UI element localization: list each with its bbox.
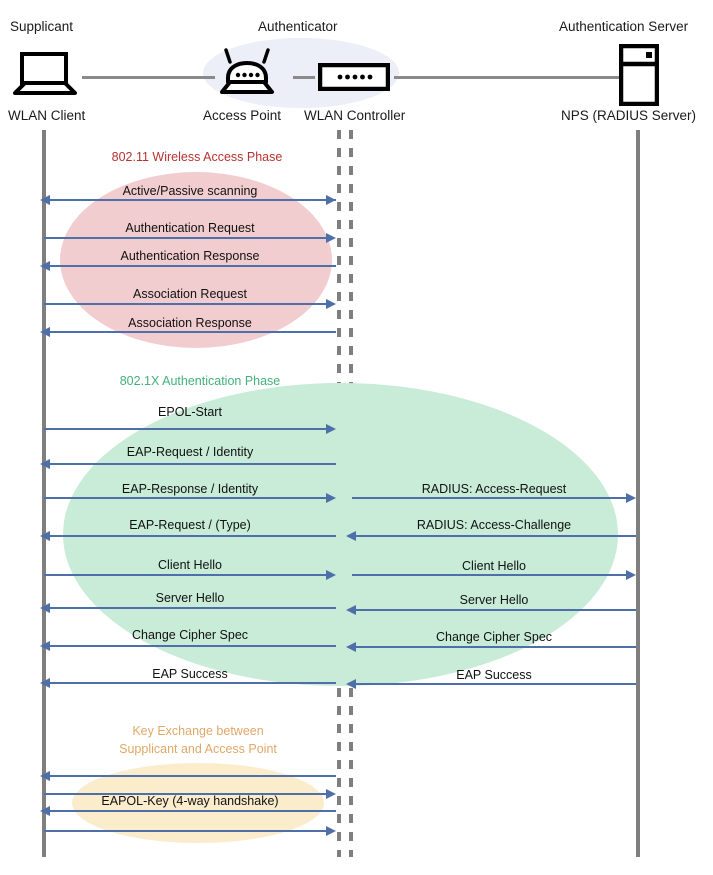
message-label: Client Hello xyxy=(462,559,526,573)
message-arrow-head xyxy=(326,424,336,434)
message-label: Server Hello xyxy=(459,593,529,607)
message-arrow-head xyxy=(40,327,50,337)
message-arrow-line xyxy=(354,646,636,648)
message-label: EAP-Request / (Type) xyxy=(129,518,251,532)
message-label: Authentication Request xyxy=(125,221,255,235)
message-arrow-head xyxy=(326,570,336,580)
message-label: Change Cipher Spec xyxy=(435,630,553,644)
actor-role-authentication-server: Authentication Server xyxy=(559,19,689,34)
wire-controller-nps xyxy=(394,76,622,79)
message-arrow-head xyxy=(346,679,356,689)
message-label: Server Hello xyxy=(155,591,225,605)
message-arrow-line xyxy=(352,574,634,576)
message-arrow-line xyxy=(44,793,334,795)
lifeline-authentication-server xyxy=(636,130,640,857)
phase-802-1x-ellipse xyxy=(63,383,618,686)
message-arrow-head xyxy=(346,531,356,541)
message-arrow-head xyxy=(40,806,50,816)
message-arrow-head xyxy=(626,570,636,580)
actor-name-wlan-client: WLAN Client xyxy=(8,108,86,123)
lifeline-supplicant xyxy=(42,130,46,857)
message-arrow-head xyxy=(326,493,336,503)
message-label: EAP Success xyxy=(152,667,228,681)
message-label: EAP-Response / Identity xyxy=(121,482,259,496)
message-arrow-line xyxy=(46,775,336,777)
message-arrow-head xyxy=(40,771,50,781)
actor-name-wlan-controller: WLAN Controller xyxy=(304,108,406,123)
phase-key-exchange-title: Key Exchange between Supplicant and Acce… xyxy=(119,724,277,757)
message-label: RADIUS: Access-Challenge xyxy=(416,518,572,532)
message-arrow-head xyxy=(326,299,336,309)
message-label: Change Cipher Spec xyxy=(131,628,249,642)
message-arrow-line xyxy=(44,237,334,239)
message-arrow-line xyxy=(46,535,336,537)
message-label: EPOL-Start xyxy=(158,405,222,419)
message-arrow-line xyxy=(44,574,334,576)
message-arrow-line xyxy=(46,810,336,812)
laptop-icon xyxy=(12,52,78,101)
message-arrow-head xyxy=(346,605,356,615)
message-arrow-line xyxy=(44,830,334,832)
message-label: EAP-Request / Identity xyxy=(126,445,254,459)
message-arrow-line xyxy=(46,463,336,465)
message-arrow-line xyxy=(44,497,334,499)
message-arrow-line xyxy=(46,199,336,201)
message-arrow-line xyxy=(44,303,334,305)
message-arrow-line xyxy=(354,609,636,611)
message-label: Association Response xyxy=(128,316,252,330)
message-arrow-head xyxy=(326,233,336,243)
message-arrow-line xyxy=(46,265,336,267)
message-arrow-line xyxy=(46,331,336,333)
wire-ap-controller xyxy=(293,76,315,79)
wireless-router-icon xyxy=(216,48,278,101)
message-arrow-line xyxy=(46,645,336,647)
message-label: Authentication Response xyxy=(120,249,260,263)
message-arrow-line xyxy=(46,682,336,684)
message-arrow-head xyxy=(40,195,50,205)
actor-name-access-point: Access Point xyxy=(203,108,282,123)
actor-role-authenticator: Authenticator xyxy=(258,19,338,34)
actor-role-supplicant: Supplicant xyxy=(10,19,74,34)
phase-802-11-title: 802.11 Wireless Access Phase xyxy=(111,150,283,164)
phase-802-1x-title: 802.1X Authentication Phase xyxy=(119,374,281,388)
message-label: Client Hello xyxy=(158,558,222,572)
message-arrow-head xyxy=(40,641,50,651)
message-label: Association Request xyxy=(133,287,247,301)
message-arrow-head xyxy=(40,603,50,613)
message-arrow-head xyxy=(326,195,336,205)
message-arrow-head xyxy=(40,261,50,271)
message-arrow-line xyxy=(44,428,334,430)
message-arrow-head xyxy=(326,789,336,799)
message-arrow-line xyxy=(354,535,636,537)
wire-client-ap xyxy=(82,76,215,79)
message-arrow-line xyxy=(352,497,634,499)
server-rack-icon xyxy=(618,43,660,111)
message-label: Active/Passive scanning xyxy=(122,184,258,198)
message-arrow-head xyxy=(346,642,356,652)
phase-802-11-ellipse xyxy=(60,172,332,348)
network-switch-icon xyxy=(317,62,391,96)
message-arrow-head xyxy=(40,459,50,469)
message-arrow-line xyxy=(354,683,636,685)
message-label: RADIUS: Access-Request xyxy=(421,482,567,496)
message-arrow-head xyxy=(40,678,50,688)
message-label: EAP Success xyxy=(456,668,532,682)
eapol-key-label: EAPOL-Key (4-way handshake) xyxy=(101,794,279,808)
message-arrow-head xyxy=(626,493,636,503)
message-arrow-head xyxy=(326,826,336,836)
message-arrow-line xyxy=(46,607,336,609)
message-arrow-head xyxy=(40,531,50,541)
actor-name-nps-radius-server: NPS (RADIUS Server) xyxy=(561,108,697,123)
